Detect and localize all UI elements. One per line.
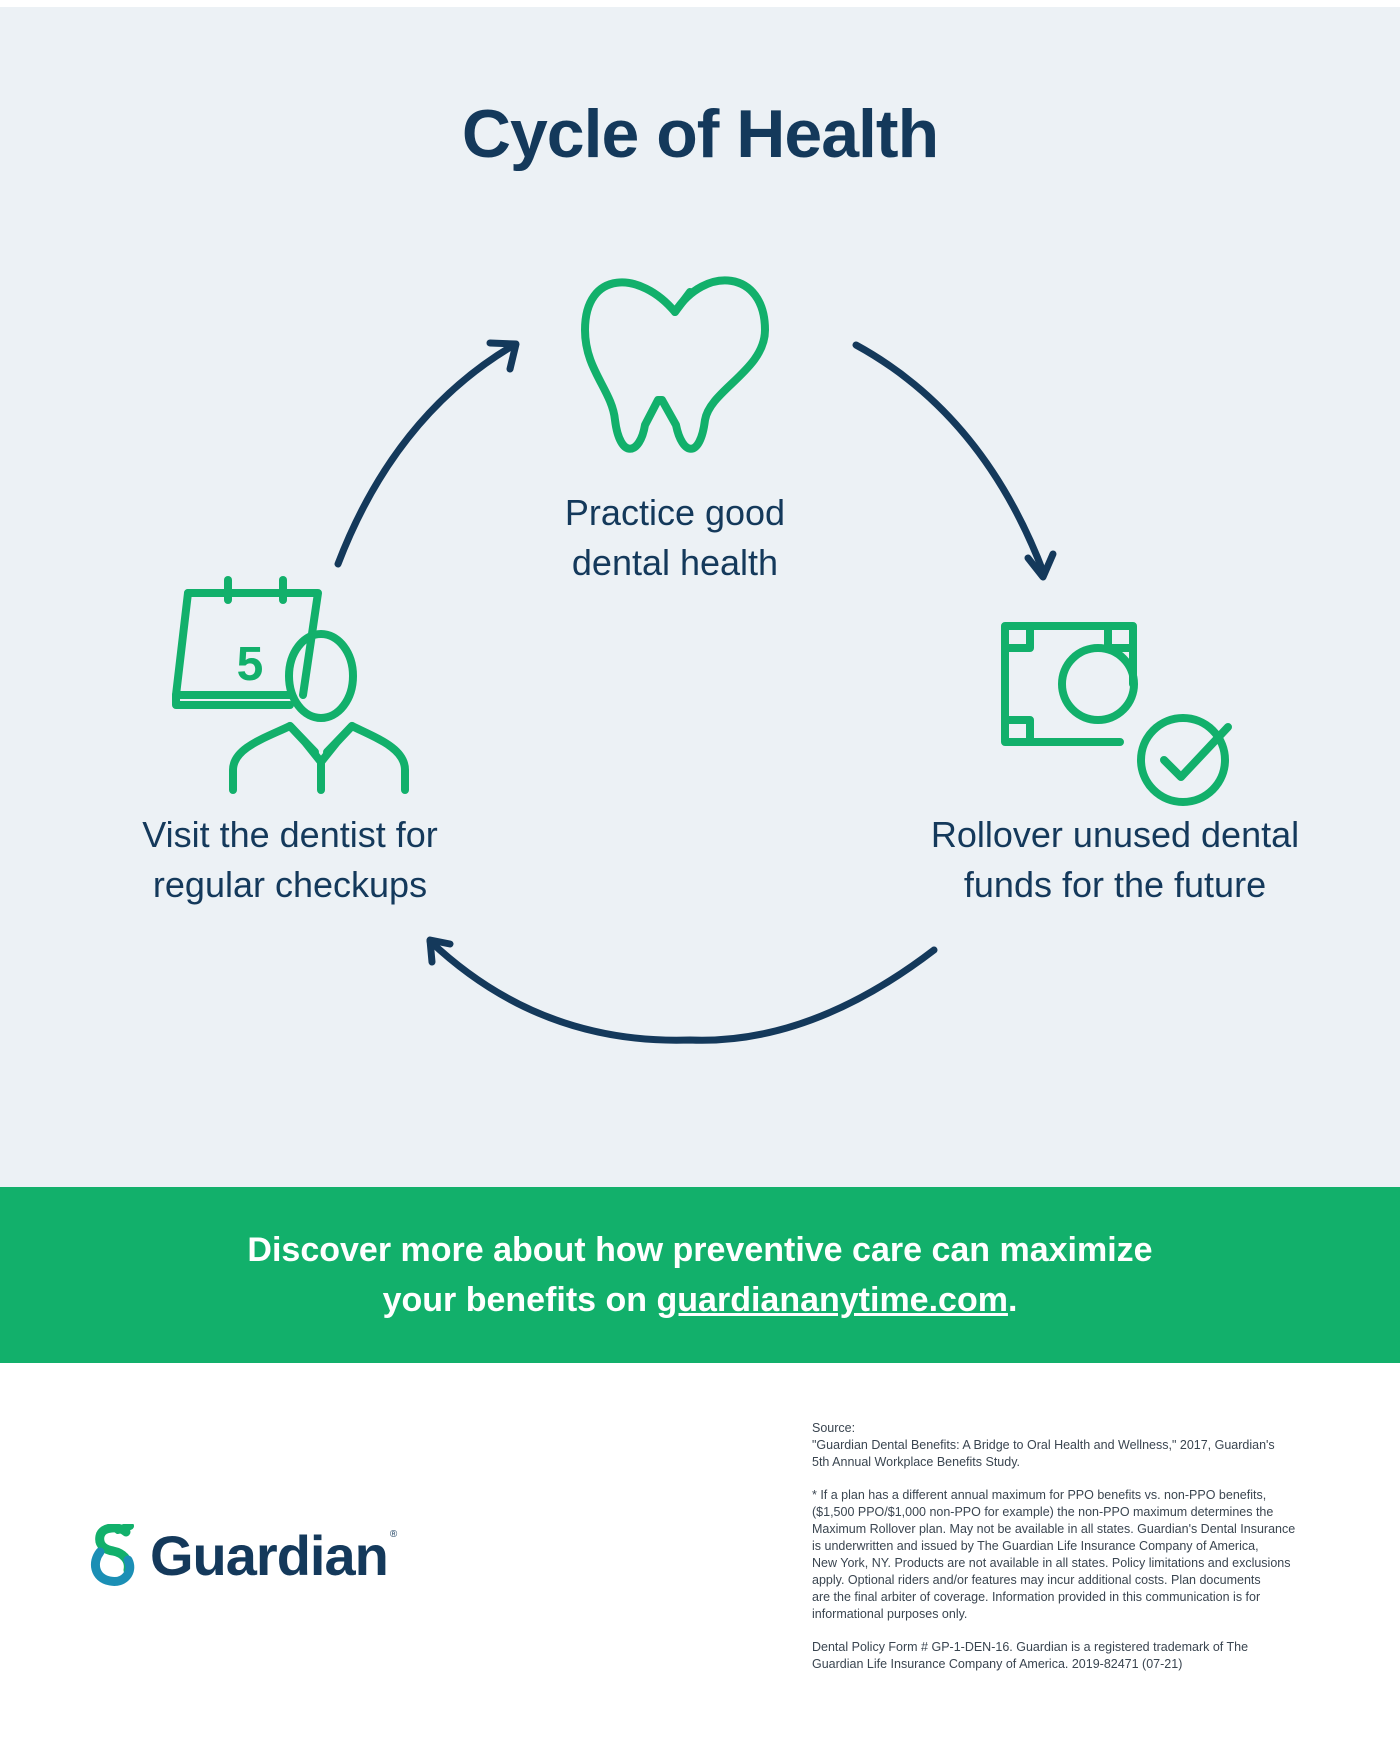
guardiananytime-link[interactable]: guardiananytime.com — [656, 1281, 1008, 1319]
arrow-top-to-right — [852, 341, 1057, 581]
banner-line2-suffix: . — [1007, 1281, 1018, 1319]
guardian-wordmark: Guardian® — [150, 1523, 397, 1588]
banner-line2: your benefits on guardiananytime.com. — [0, 1275, 1400, 1325]
registered-mark: ® — [389, 1528, 397, 1540]
disclaimer-line: Maximum Rollover plan. May not be availa… — [812, 1522, 1296, 1536]
footnotes: Source: "Guardian Dental Benefits: A Bri… — [812, 1420, 1322, 1689]
banner-line1: Discover more about how preventive care … — [247, 1231, 1153, 1269]
step-practice-dental-health: Practice good dental health — [480, 488, 870, 588]
disclaimer-line: apply. Optional riders and/or features m… — [812, 1573, 1261, 1587]
guardian-logo: Guardian® — [90, 1520, 397, 1590]
disclaimer-line: * If a plan has a different annual maxim… — [812, 1488, 1267, 1502]
step-left-line1: Visit the dentist for — [142, 814, 438, 855]
guardian-wordmark-text: Guardian — [150, 1523, 389, 1587]
policy-note: Dental Policy Form # GP-1-DEN-16. Guardi… — [812, 1639, 1322, 1673]
calendar-number: 5 — [237, 638, 264, 691]
step-rollover-funds: Rollover unused dental funds for the fut… — [905, 810, 1325, 910]
source-line: 5th Annual Workplace Benefits Study. — [812, 1455, 1020, 1469]
arrow-left-to-top — [334, 339, 520, 568]
disclaimer-line: informational purposes only. — [812, 1607, 968, 1621]
guardian-logo-mark-icon — [90, 1524, 135, 1586]
arrow-right-to-left — [426, 936, 938, 1044]
step-visit-dentist: Visit the dentist for regular checkups — [90, 810, 490, 910]
tooth-icon — [581, 276, 769, 453]
cycle-diagram: 5 — [172, 276, 1232, 1044]
policy-line: Dental Policy Form # GP-1-DEN-16. Guardi… — [812, 1640, 1249, 1654]
calendar-person-icon — [172, 576, 409, 794]
banner-line2-prefix: your benefits on — [382, 1281, 657, 1319]
disclaimer-note: * If a plan has a different annual maxim… — [812, 1487, 1322, 1623]
page-title: Cycle of Health — [461, 96, 939, 172]
step-top-line1: Practice good — [564, 492, 786, 533]
source-line: "Guardian Dental Benefits: A Bridge to O… — [812, 1438, 1275, 1452]
step-left-line2: regular checkups — [152, 864, 428, 905]
cta-banner: Discover more about how preventive care … — [0, 1187, 1400, 1363]
step-top-line2: dental health — [571, 542, 779, 583]
money-check-icon — [1001, 622, 1232, 806]
disclaimer-line: are the final arbiter of coverage. Infor… — [812, 1590, 1261, 1604]
disclaimer-line: is underwritten and issued by The Guardi… — [812, 1539, 1259, 1553]
disclaimer-line: ($1,500 PPO/$1,000 non-PPO for example) … — [812, 1505, 1274, 1519]
policy-line: Guardian Life Insurance Company of Ameri… — [812, 1657, 1183, 1671]
step-right-line2: funds for the future — [963, 864, 1267, 905]
source-label: Source: — [812, 1421, 856, 1435]
step-right-line1: Rollover unused dental — [930, 814, 1300, 855]
disclaimer-line: New York, NY. Products are not available… — [812, 1556, 1291, 1570]
source-note: Source: "Guardian Dental Benefits: A Bri… — [812, 1420, 1322, 1471]
